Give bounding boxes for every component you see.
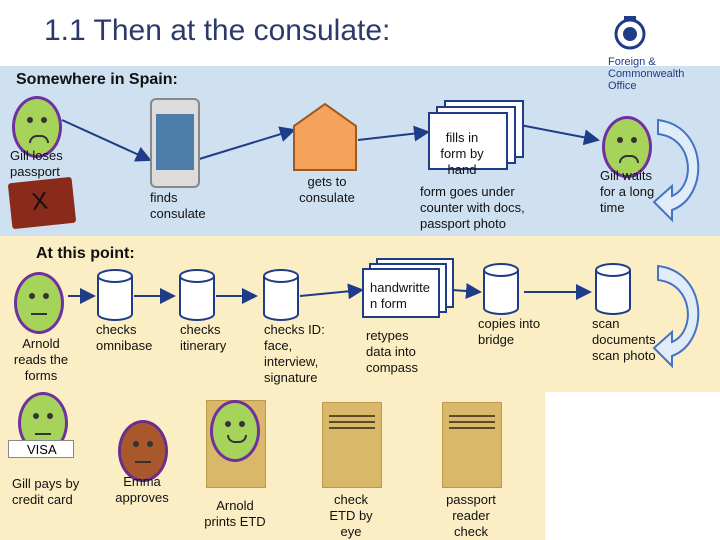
gill-sad-face [12,96,62,158]
section-spain: Somewhere in Spain: [16,71,178,88]
crest-icon [614,16,646,50]
phone-screen [156,114,194,170]
bridge-database-icon [483,263,519,315]
x-mark: X [30,187,50,216]
curved-arrow-wait [652,118,700,223]
arrow-handwritten-bridge [451,283,482,299]
checks-id: checks ID:face,interview,signature [264,322,325,385]
curved-arrow-scan [652,264,700,369]
logo-line1: Foreign & [608,56,656,68]
arnold-face [14,272,64,334]
etd-passport-image-3 [442,402,502,488]
arrow-phone-to-house [195,126,296,161]
logo-line2: Commonwealth [608,68,685,80]
handwritten-form-stack-icon [362,258,458,330]
visa-card: VISA [8,440,74,458]
arrow-form-to-gill [519,124,600,146]
arrow-house-to-form [357,125,430,142]
id-database-icon [263,269,299,321]
emma-face [118,420,168,482]
fco-logo: Foreign & Commonwealth Office [606,14,706,94]
section-at-this-point: At this point: [36,245,135,262]
itinerary-database-icon [179,269,215,321]
arrow-id-handwritten [299,283,364,300]
etd-passport-image-2 [322,402,382,488]
form-stack-icon [428,100,528,180]
gill-waiting-face [602,116,652,178]
logo-line3: Office [608,80,637,92]
spain-band [0,66,720,236]
scan-database-icon [595,263,631,315]
omnibase-database-icon [97,269,133,321]
slide-title: 1.1 Then at the consulate: [44,14,391,47]
consulate-house-icon [293,102,357,171]
smartphone-image [150,98,200,188]
lost-passport-image: X [7,176,77,230]
arnold-etd-face [210,400,260,462]
arrow-gill-to-phone [61,119,152,162]
